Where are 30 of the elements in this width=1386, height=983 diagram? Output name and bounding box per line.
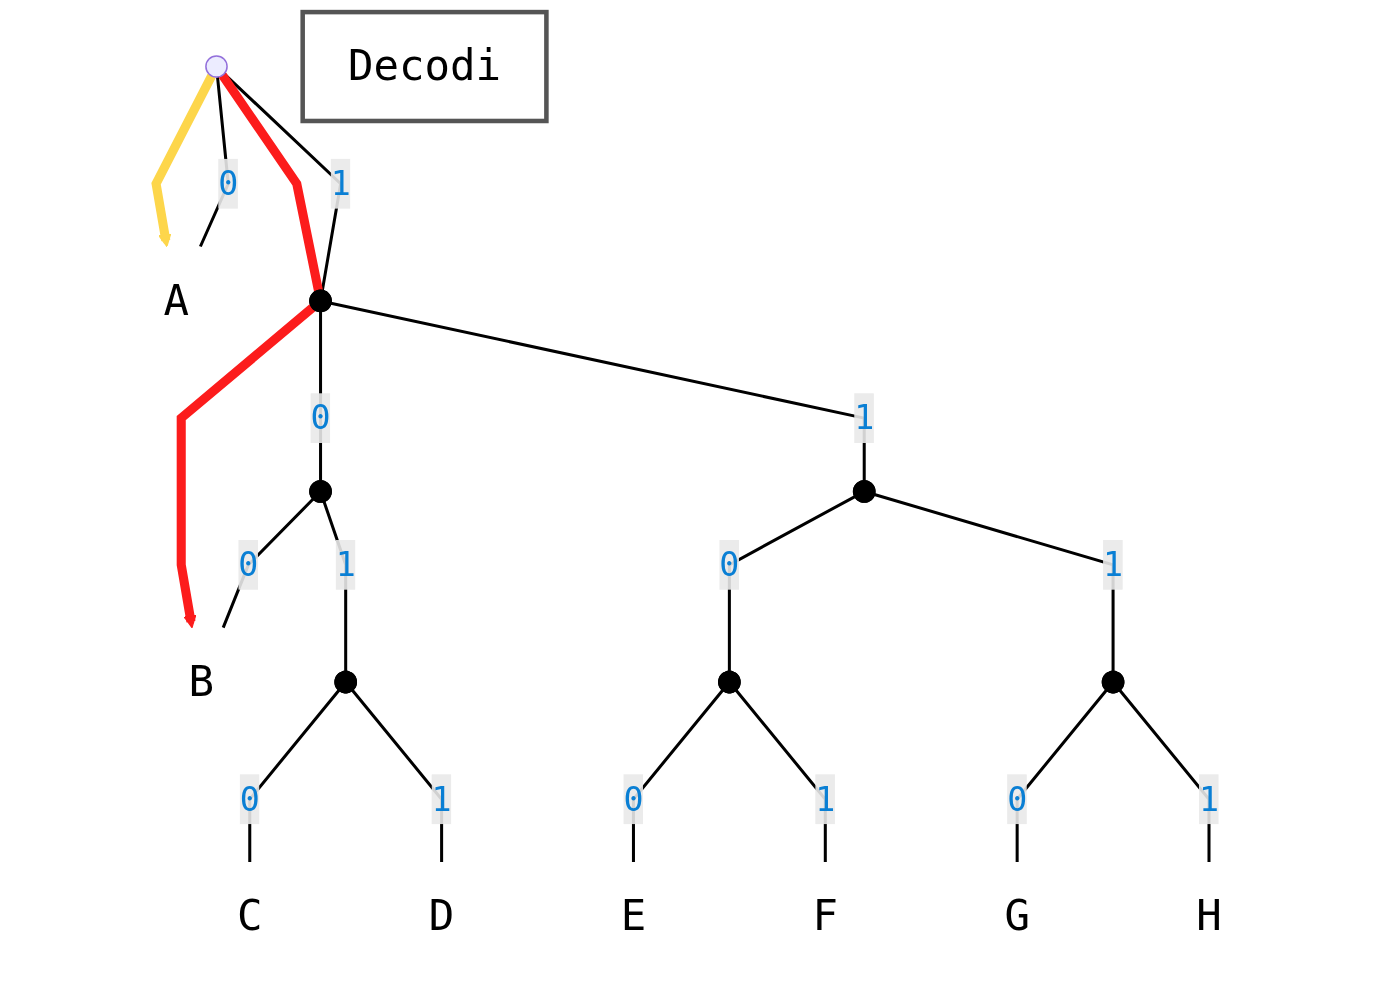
edge-label: 1 (331, 164, 352, 203)
node-text: B (189, 656, 215, 707)
connector (219, 72, 324, 292)
edge-label: 0 (310, 399, 331, 438)
edge-label: 1 (1103, 545, 1124, 584)
node-text: C (237, 890, 263, 941)
edge-label: 1 (431, 780, 453, 819)
connector (330, 301, 867, 481)
arrow (177, 304, 316, 629)
edge-label: 0 (218, 164, 239, 203)
node-text: A (163, 275, 190, 326)
connector (222, 498, 315, 629)
node-text: E (621, 890, 647, 941)
node-text: G (1004, 890, 1031, 941)
edge-label: 0 (240, 780, 261, 819)
edge-label: 1 (815, 780, 836, 819)
edge-label: 1 (336, 545, 357, 584)
connector (874, 493, 1115, 672)
node-text: D (429, 890, 455, 941)
node-text: H (1196, 890, 1223, 941)
arrow (151, 73, 217, 248)
edge-label: 0 (1007, 780, 1028, 819)
edge-label: 0 (623, 780, 644, 819)
edge-label: 1 (1199, 780, 1220, 819)
edge-label: 1 (854, 399, 875, 438)
node-circle (205, 55, 229, 78)
edge-label: 0 (238, 545, 259, 584)
edge-label: 0 (719, 545, 740, 584)
node-text: F (812, 890, 839, 941)
node-box (300, 9, 550, 124)
